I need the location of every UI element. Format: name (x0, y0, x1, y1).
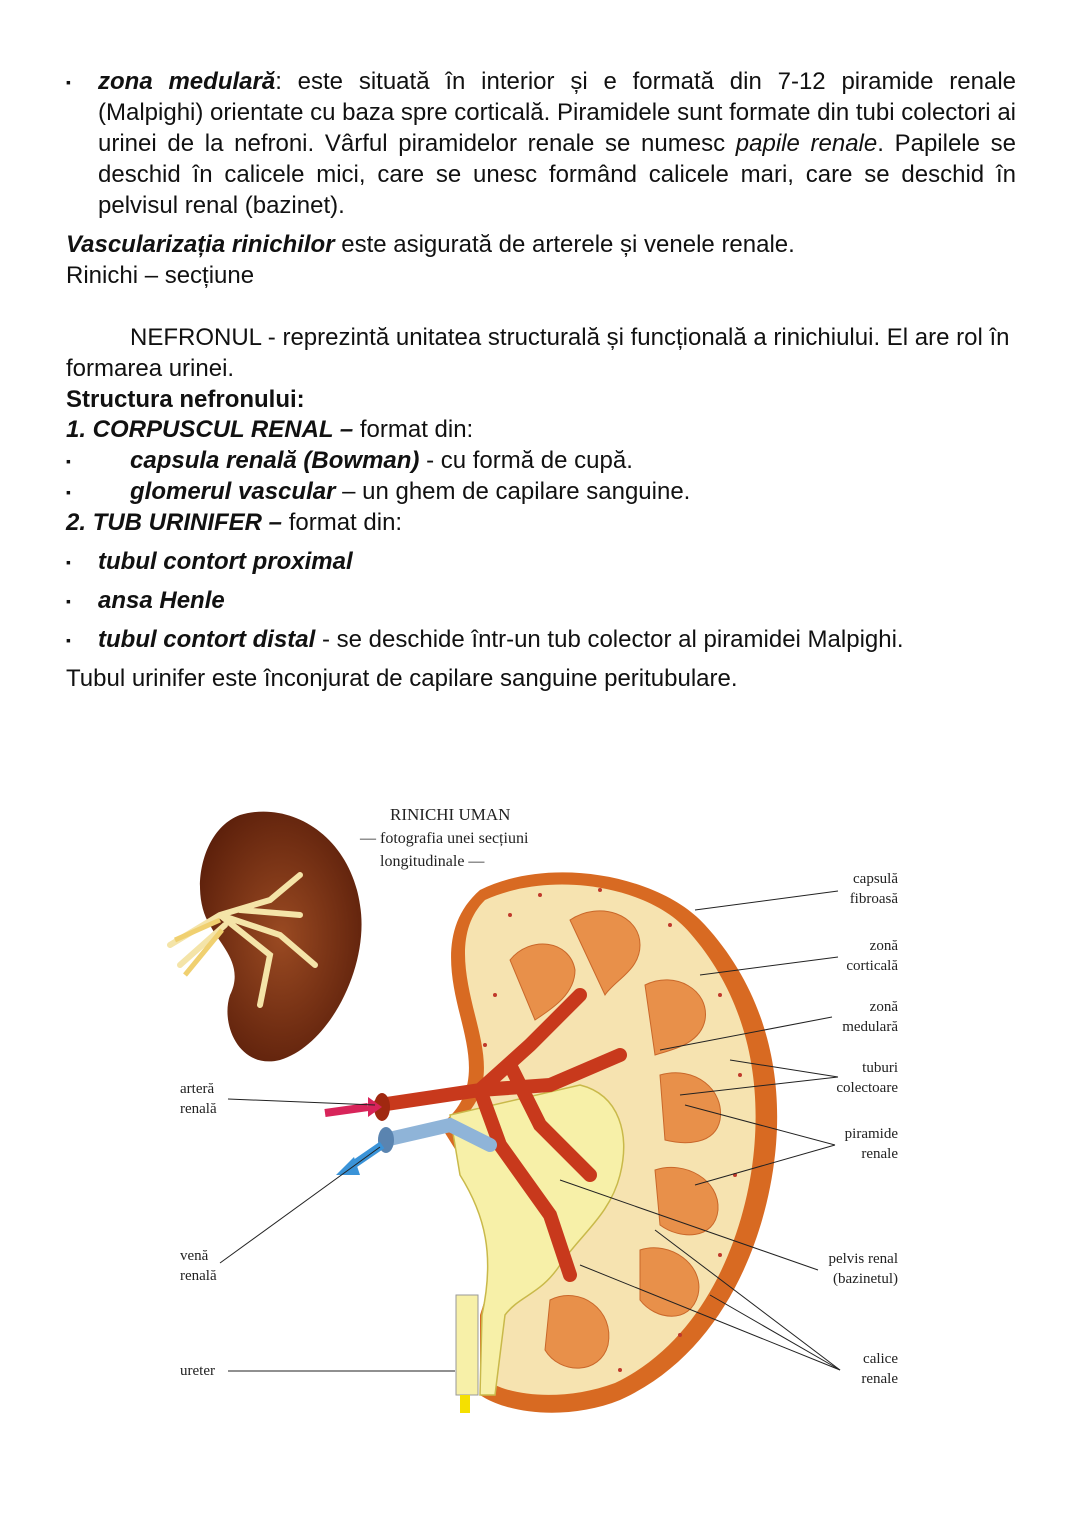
figure-caption-rinichi: Rinichi – secțiune (66, 262, 255, 289)
ureter-tube (455, 1294, 479, 1396)
corpuscul-tail: format din: (353, 416, 474, 443)
term-tubul-distal: tubul contort distal (98, 626, 322, 653)
label-capsula-2: fibroasă (850, 891, 899, 907)
bullet: ▪ (66, 74, 71, 90)
label-cortical-1: zonă (870, 938, 899, 954)
label-piramide-2: renale (861, 1146, 898, 1162)
medulara-paragraph: zona medulară: este situată în interior … (98, 66, 1016, 221)
medulara-text-b: . Papilele se deschid în calicele mici, … (98, 130, 1017, 219)
figure-title: RINICHI UMAN (390, 805, 510, 824)
vascularizatie-line: Vascularizația rinichilor este asigurată… (66, 229, 1016, 260)
medulara-text-a: : este situată în interior și e formată … (98, 68, 1017, 157)
figure-subtitle-2: longitudinale — (380, 853, 485, 870)
final-sentence: Tubul urinifer este înconjurat de capila… (66, 665, 738, 692)
kidney-figure: RINICHI UMAN — fotografia unei secțiuni … (167, 805, 899, 1413)
corpuscul-heading: 1. CORPUSCUL RENAL – format din: (66, 414, 1016, 445)
bullet: ▪ (66, 632, 71, 648)
tubul-proximal-item: tubul contort proximal (98, 548, 353, 575)
label-vena-1: venă (180, 1248, 209, 1264)
label-pelvis-2: (bazinetul) (833, 1271, 898, 1287)
arrow-in-icon (324, 1103, 369, 1117)
label-tuburi-1: tuburi (862, 1060, 898, 1076)
bullet: ▪ (66, 554, 71, 570)
bullet: ▪ (66, 453, 71, 469)
term-zona-medulara: zona medulară (98, 68, 276, 95)
tub-tail: format din: (282, 509, 403, 536)
label-medular-2: medulară (842, 1019, 898, 1035)
term-vascularizatie: Vascularizația rinichilor (66, 231, 335, 258)
label-cortical-2: corticală (846, 958, 898, 974)
term-glomerul: glomerul vascular (130, 478, 336, 505)
tub-head: 2. TUB URINIFER – (66, 509, 283, 536)
capsula-text: - cu formă de cupă. (419, 447, 633, 474)
tub-heading: 2. TUB URINIFER – format din: (66, 507, 1016, 538)
label-calice-2: renale (861, 1371, 898, 1387)
leader-lines (559, 890, 841, 1371)
glomerul-text: – un ghem de capilare sanguine. (335, 478, 691, 505)
bullet: ▪ (66, 593, 71, 609)
label-piramide-1: piramide (845, 1126, 899, 1142)
term-capsula: capsula renală (Bowman) (130, 447, 420, 474)
label-capsula-1: capsulă (853, 871, 898, 887)
label-calice-1: calice (863, 1351, 898, 1367)
structura-title: Structura nefronului: (66, 386, 305, 413)
label-ureter: ureter (180, 1363, 215, 1379)
bullet: ▪ (66, 484, 71, 500)
label-vena-2: renală (180, 1268, 217, 1284)
label-tuburi-2: colectoare (836, 1080, 898, 1096)
label-artera-1: arteră (180, 1081, 214, 1097)
label-artera-2: renală (180, 1101, 217, 1117)
vascularizatie-text: este asigurată de arterele și venele ren… (334, 231, 795, 258)
ansa-henle-item: ansa Henle (98, 587, 225, 614)
label-pelvis-1: pelvis renal (828, 1251, 898, 1267)
tubul-distal-text: - se deschide într-un tub colector al pi… (321, 626, 904, 653)
renal-pyramids (509, 910, 722, 1369)
nefron-intro: NEFRONUL - reprezintă unitatea structura… (66, 324, 1010, 382)
corpuscul-head: 1. CORPUSCUL RENAL – (66, 416, 354, 443)
tubul-distal-item: tubul contort distal - se deschide într-… (98, 624, 1016, 655)
figure-subtitle-1: — fotografia unei secțiuni (359, 830, 529, 847)
kidney-photo (167, 811, 362, 1062)
term-papile-renale: papile renale (735, 130, 878, 157)
label-medular-1: zonă (870, 999, 899, 1015)
glomerul-item: glomerul vascular – un ghem de capilare … (130, 476, 1016, 507)
capsula-item: capsula renală (Bowman) - cu formă de cu… (130, 445, 1016, 476)
